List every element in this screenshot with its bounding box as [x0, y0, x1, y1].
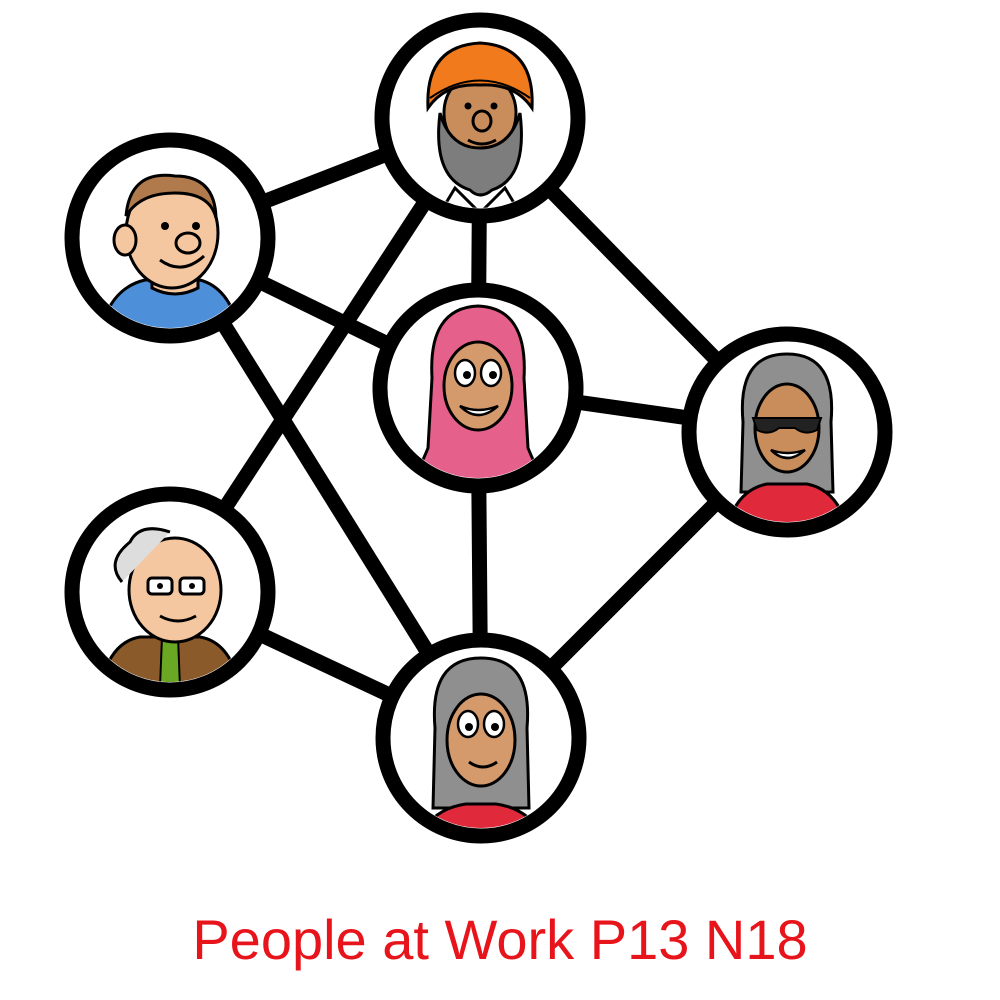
elderly-man-glasses-icon: [98, 527, 242, 682]
diagram-caption: People at Work P13 N18: [192, 908, 808, 971]
sikh-man-turban-icon: [426, 41, 534, 208]
man-blue-shirt-icon: [98, 173, 242, 328]
woman-hijab-icon: [404, 304, 552, 478]
node-woman-hijab: [372, 282, 584, 494]
woman-sunglasses-icon: [725, 352, 849, 522]
node-woman-gray-hair: [375, 632, 587, 844]
node-woman-sunglasses: [681, 326, 893, 538]
node-elderly-man: [64, 486, 276, 698]
node-man-blue-shirt: [64, 132, 276, 344]
node-sikh-man: [374, 12, 586, 224]
woman-gray-hair-icon: [418, 656, 544, 828]
